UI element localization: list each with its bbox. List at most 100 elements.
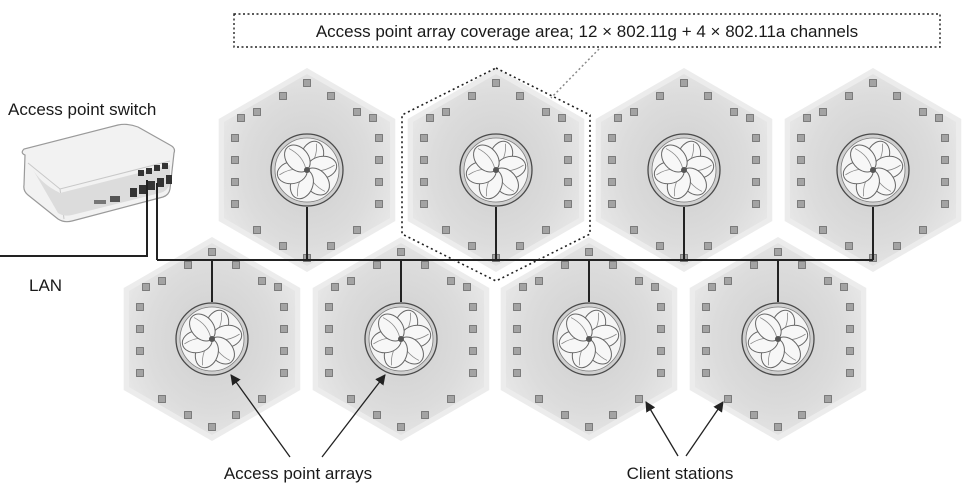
client-station-icon xyxy=(353,108,361,116)
client-station-icon xyxy=(258,395,266,403)
client-station-icon xyxy=(752,200,760,208)
clients-arrow-left xyxy=(645,401,679,457)
coverage-callout-box xyxy=(233,13,941,48)
client-station-icon xyxy=(184,261,192,269)
client-station-icon xyxy=(824,277,832,285)
client-station-icon xyxy=(397,423,405,431)
client-station-icon xyxy=(136,347,144,355)
client-station-icon xyxy=(752,156,760,164)
array-hub xyxy=(681,167,687,173)
client-station-icon xyxy=(535,277,543,285)
client-station-icon xyxy=(941,200,949,208)
client-station-icon xyxy=(657,369,665,377)
sector-line xyxy=(759,317,778,338)
client-station-icon xyxy=(516,92,524,100)
client-station-icon xyxy=(353,226,361,234)
coverage-callout-label: Access point array coverage area; 12 × 8… xyxy=(316,22,858,41)
client-station-icon xyxy=(158,277,166,285)
client-station-icon xyxy=(447,277,455,285)
client-station-icon xyxy=(609,411,617,419)
client-station-icon xyxy=(752,178,760,186)
client-station-icon xyxy=(516,242,524,250)
array-hub xyxy=(209,336,215,342)
access-point-array-icon xyxy=(741,302,815,376)
client-station-icon xyxy=(819,226,827,234)
client-station-icon xyxy=(280,325,288,333)
sector-line xyxy=(193,317,212,338)
client-station-icon xyxy=(232,261,240,269)
client-station-icon xyxy=(585,423,593,431)
access-point-array-icon xyxy=(459,133,533,207)
client-station-icon xyxy=(347,277,355,285)
client-station-icon xyxy=(375,156,383,164)
client-station-icon xyxy=(564,178,572,186)
client-station-icon xyxy=(614,114,622,122)
client-station-icon xyxy=(702,369,710,377)
array-hub xyxy=(398,336,404,342)
client-station-icon xyxy=(702,347,710,355)
access-point-array-icon xyxy=(270,133,344,207)
client-station-icon xyxy=(136,369,144,377)
client-station-icon xyxy=(564,156,572,164)
client-station-icon xyxy=(919,108,927,116)
sector-line xyxy=(382,317,401,338)
lan-bus xyxy=(157,207,874,302)
client-station-icon xyxy=(846,325,854,333)
client-station-icon xyxy=(609,261,617,269)
client-station-icon xyxy=(774,423,782,431)
highlighted-coverage-area xyxy=(401,67,591,282)
client-station-icon xyxy=(846,303,854,311)
client-station-icon xyxy=(280,347,288,355)
client-station-icon xyxy=(469,347,477,355)
lan-label: LAN xyxy=(29,276,62,295)
client-station-icon xyxy=(468,242,476,250)
client-station-icon xyxy=(535,395,543,403)
client-station-icon xyxy=(280,303,288,311)
client-station-icon xyxy=(846,369,854,377)
access-point-arrays-label: Access point arrays xyxy=(224,464,372,483)
sector-line xyxy=(288,148,307,169)
client-station-icon xyxy=(463,283,471,291)
client-station-icon xyxy=(373,411,381,419)
access-point-array-icon xyxy=(175,302,249,376)
client-station-icon xyxy=(347,395,355,403)
array-hub xyxy=(493,167,499,173)
client-station-icon xyxy=(208,423,216,431)
client-station-icon xyxy=(468,92,476,100)
client-station-icon xyxy=(845,92,853,100)
client-station-icon xyxy=(608,134,616,142)
client-station-icon xyxy=(208,248,216,256)
client-station-icon xyxy=(237,114,245,122)
client-station-icon xyxy=(397,248,405,256)
client-station-icon xyxy=(635,277,643,285)
client-station-icon xyxy=(704,92,712,100)
client-station-icon xyxy=(426,114,434,122)
sector-line xyxy=(854,148,873,169)
client-station-icon xyxy=(369,114,377,122)
client-station-icon xyxy=(327,92,335,100)
client-station-icon xyxy=(657,325,665,333)
client-station-icon xyxy=(798,261,806,269)
client-station-icon xyxy=(635,395,643,403)
client-station-icon xyxy=(846,347,854,355)
client-station-icon xyxy=(420,134,428,142)
arrays-arrow-right xyxy=(321,374,386,458)
client-station-icon xyxy=(142,283,150,291)
access-point-arrays xyxy=(175,133,910,376)
client-station-icon xyxy=(803,114,811,122)
access-point-array-icon xyxy=(364,302,438,376)
client-station-icon xyxy=(469,325,477,333)
client-station-icon xyxy=(797,134,805,142)
client-station-icon xyxy=(136,325,144,333)
client-station-icon xyxy=(325,303,333,311)
client-station-icon xyxy=(797,178,805,186)
client-station-icon xyxy=(420,178,428,186)
client-station-icon xyxy=(608,200,616,208)
client-station-icon xyxy=(941,178,949,186)
client-station-icon xyxy=(442,226,450,234)
client-station-icon xyxy=(375,178,383,186)
client-station-icon xyxy=(513,325,521,333)
client-station-icon xyxy=(656,242,664,250)
sector-line xyxy=(477,148,496,169)
client-station-icon xyxy=(845,242,853,250)
